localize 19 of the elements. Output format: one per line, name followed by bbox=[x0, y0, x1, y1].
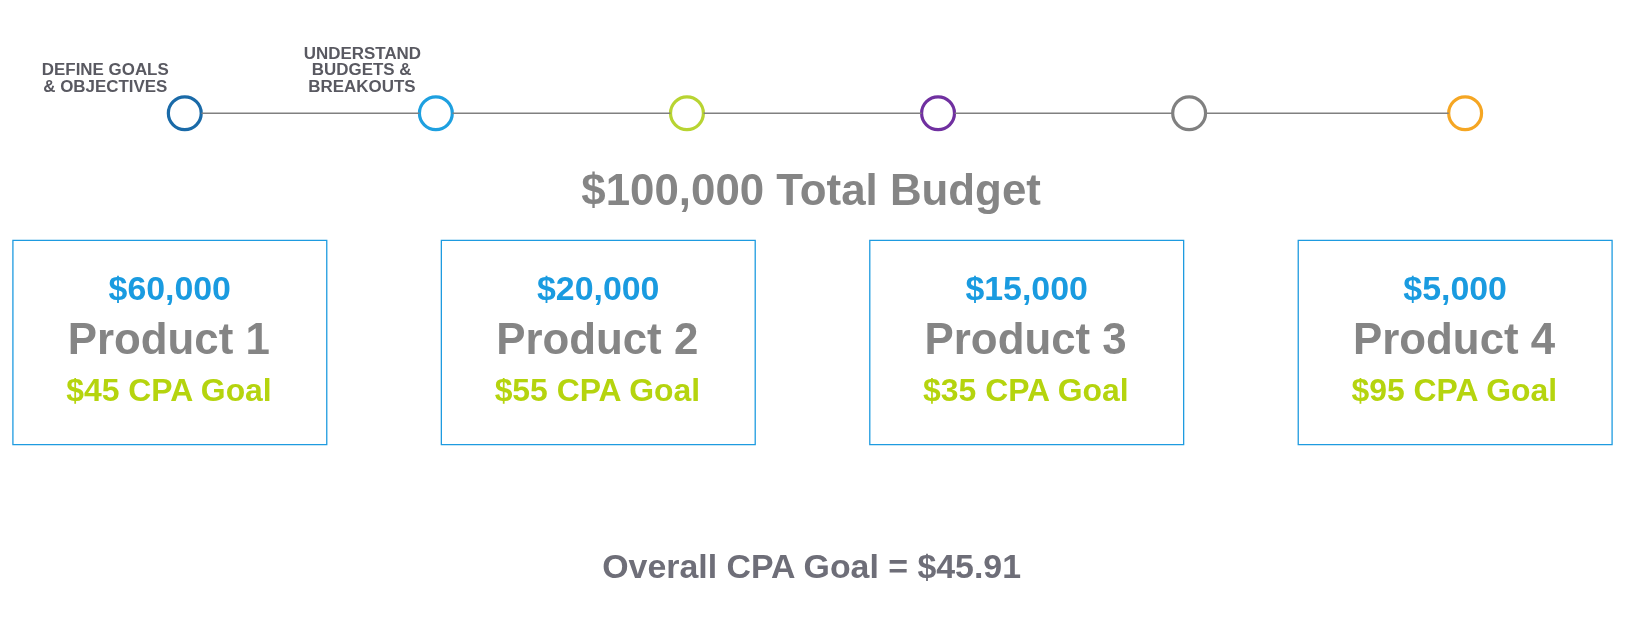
node-circle bbox=[920, 94, 957, 131]
node-label: UNDERSTAND BUDGETS & BREAKOUTS bbox=[303, 43, 422, 96]
node-circle bbox=[668, 94, 705, 131]
connector bbox=[1204, 112, 1450, 114]
label: Overall CPA Goal = $45.91 bbox=[602, 546, 1022, 585]
node-circle bbox=[1171, 94, 1208, 131]
node-box: $20,000 Product 2 $55 CPA Goal bbox=[440, 239, 756, 445]
label: $100,000 Total Budget bbox=[581, 164, 1041, 214]
connector bbox=[200, 112, 421, 114]
node-box: $15,000 Product 3 $35 CPA Goal bbox=[869, 239, 1185, 445]
connector bbox=[954, 112, 1174, 114]
node-box: $5,000 Product 4 $95 CPA Goal bbox=[1297, 239, 1613, 445]
node-label: DEFINE GOALS & OBJECTIVES bbox=[41, 59, 169, 96]
connector bbox=[451, 112, 672, 114]
node-circle bbox=[417, 94, 454, 131]
node-box: $60,000 Product 1 $45 CPA Goal bbox=[12, 239, 328, 445]
node-circle bbox=[1447, 94, 1484, 131]
connector bbox=[703, 112, 923, 114]
node-circle bbox=[166, 94, 203, 131]
